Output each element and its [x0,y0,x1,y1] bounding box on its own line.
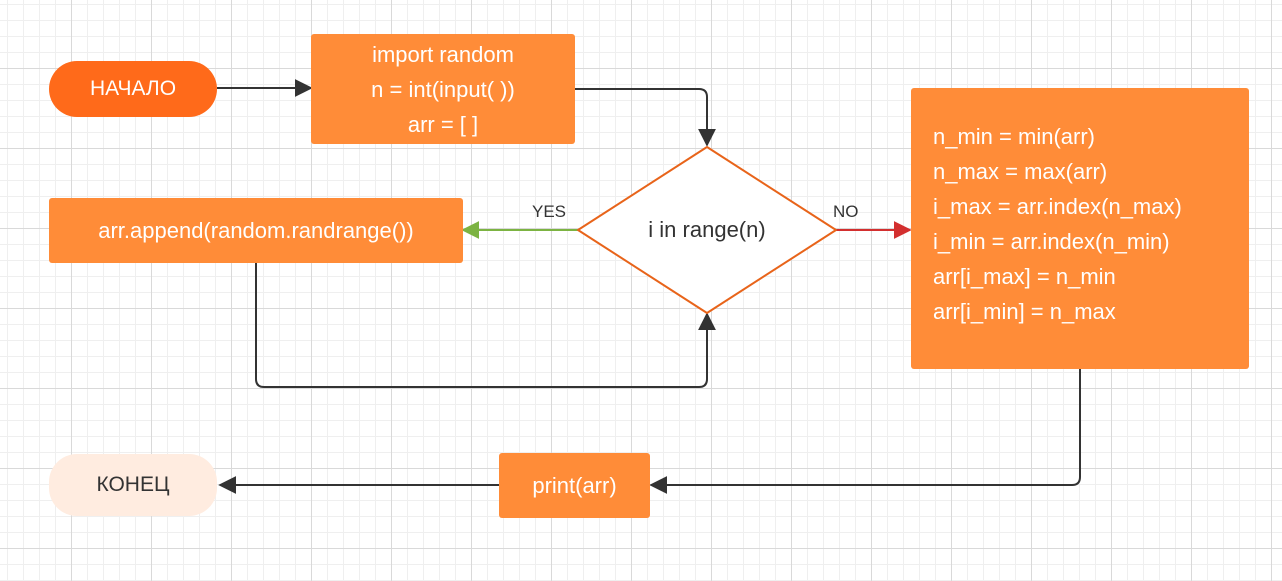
edge-process-to-print [649,369,1081,494]
print-label: print(arr) [532,472,617,498]
minmax-process-block: n_min = min(arr) n_max = max(arr) i_max … [911,88,1249,369]
init-line-2: n = int(input( )) [371,76,515,102]
process-line-4: i_min = arr.index(n_min) [933,229,1170,254]
decision-node: i in range(n) [598,210,816,250]
init-line-3: arr = [ ] [407,111,479,137]
process-line-3: i_max = arr.index(n_max) [933,194,1182,219]
process-line-1: n_min = min(arr) [933,124,1095,149]
append-process-block: arr.append(random.randrange()) [49,198,463,263]
decision-diamond-shape [577,146,837,314]
print-process-block: print(arr) [499,453,650,518]
end-terminal: КОНЕЦ [49,454,217,516]
init-line-1: import random [372,41,514,67]
edge-append-loop-to-decision [255,263,716,388]
append-label: arr.append(random.randrange()) [98,217,414,243]
decision-label: i in range(n) [648,217,766,242]
start-label: НАЧАЛО [89,77,177,100]
no-edge-label: NO [833,202,859,221]
process-line-6: arr[i_min] = n_max [933,299,1116,324]
end-label: КОНЕЦ [96,473,170,496]
start-terminal: НАЧАЛО [49,61,217,117]
process-line-5: arr[i_max] = n_min [933,264,1116,289]
yes-edge-label: YES [532,202,567,221]
init-process-block: import random n = int(input( )) arr = [ … [311,34,575,144]
edge-init-to-decision [575,88,716,147]
process-line-2: n_max = max(arr) [933,159,1108,184]
